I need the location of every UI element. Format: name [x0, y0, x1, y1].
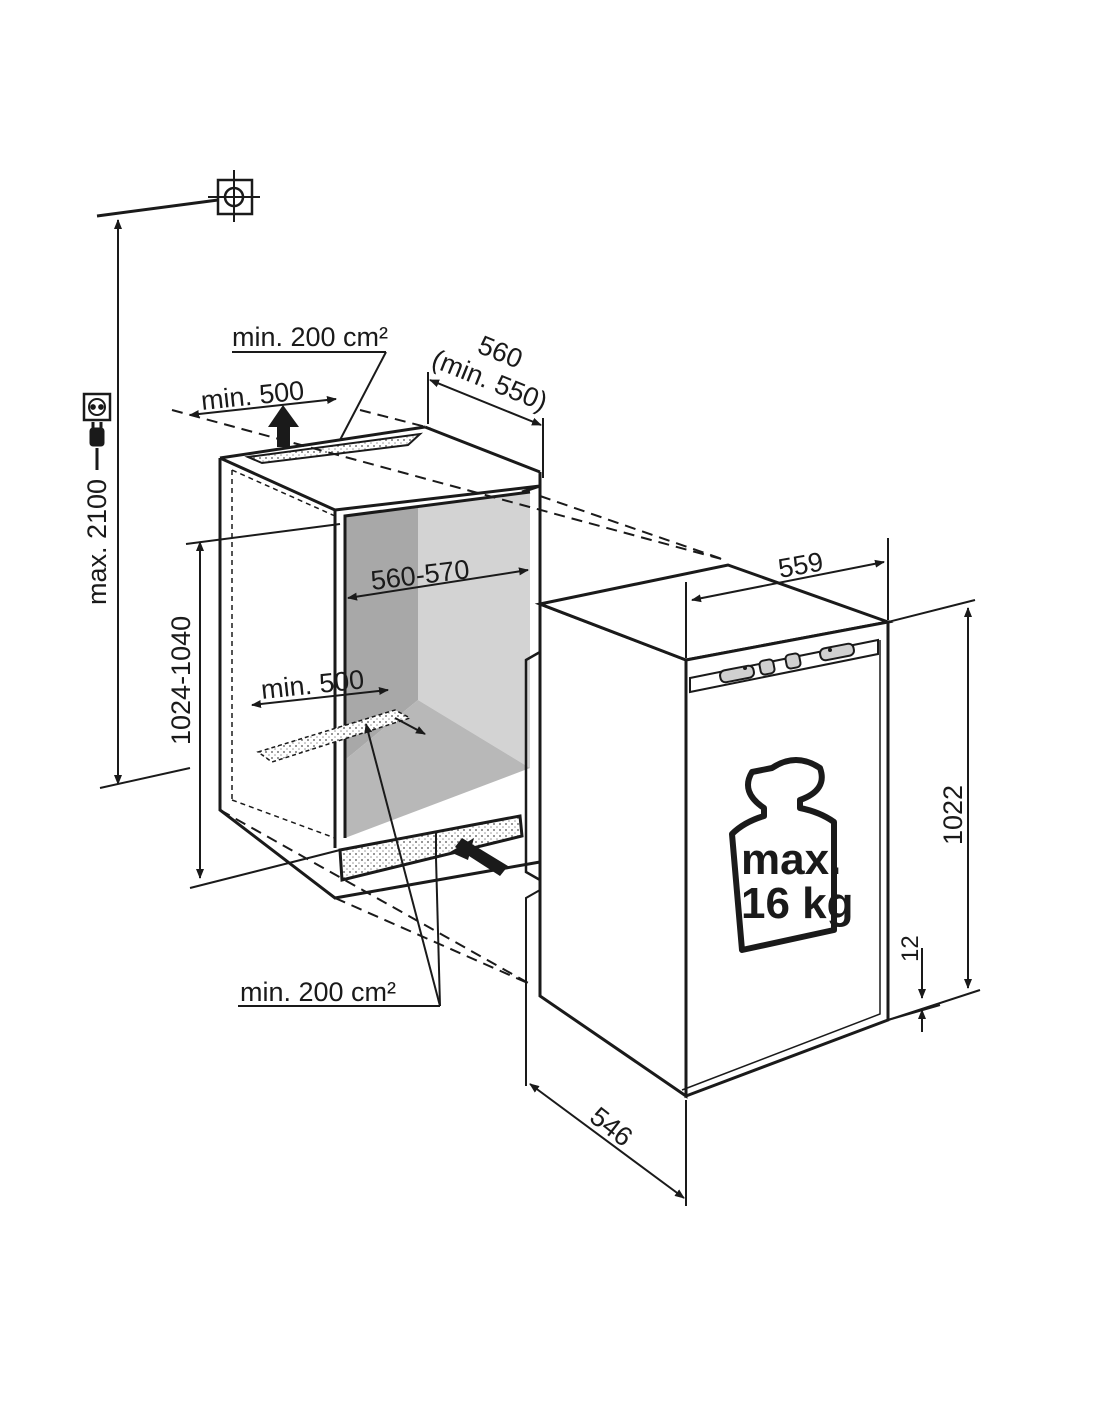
- bottom-vent-depth-arrow: [251, 687, 389, 708]
- top-vent-area-leader: [339, 351, 387, 441]
- top-vent-depth-label: min. 500: [199, 375, 305, 416]
- max-height-dimension: [99, 219, 191, 789]
- projection-lines: [171, 409, 726, 985]
- niche-height-label: 1024-1040: [166, 616, 196, 745]
- floor-vent-grille: [256, 709, 412, 763]
- plinth-gap-label: 12: [897, 935, 924, 962]
- plug-icon: [89, 422, 105, 470]
- top-vent-depth-arrow: [189, 396, 337, 418]
- bottom-vent-grille: [338, 814, 524, 882]
- top-vent-area-label: min. 200 cm²: [232, 322, 388, 352]
- appliance-depth-dimension: [525, 994, 687, 1206]
- plinth-gap-dimension: [887, 948, 941, 1032]
- appliance-width-label: 559: [776, 547, 826, 584]
- bottom-vent-short-arrow: [394, 717, 426, 735]
- appliance-body: [524, 563, 894, 1099]
- max-height-label: max. 2100: [82, 479, 112, 605]
- appliance-width-dimension: [685, 538, 889, 658]
- appliance-height-label: 1022: [938, 785, 968, 845]
- water-connection-icon: [96, 170, 260, 222]
- appliance-depth-label: 546: [584, 1101, 638, 1152]
- weight-icon: max. 16 kg: [729, 757, 854, 953]
- niche-interior-floor: [345, 700, 530, 838]
- bottom-vent-area-label: min. 200 cm²: [240, 977, 396, 1007]
- socket-icon: [82, 392, 112, 422]
- niche-height-dimension: [185, 523, 341, 889]
- airflow-in-arrow-icon: [450, 838, 508, 876]
- weight-line2: 16 kg: [741, 879, 854, 928]
- niche-depth-dimension: [427, 372, 544, 478]
- top-vent-grille: [244, 432, 424, 465]
- niche-cabinet: [218, 425, 542, 900]
- weight-line1: max.: [741, 835, 841, 884]
- bottom-vent-area-leaders: [364, 723, 441, 1007]
- niche-width-arrow: [347, 567, 529, 601]
- niche-interior-side: [418, 492, 530, 768]
